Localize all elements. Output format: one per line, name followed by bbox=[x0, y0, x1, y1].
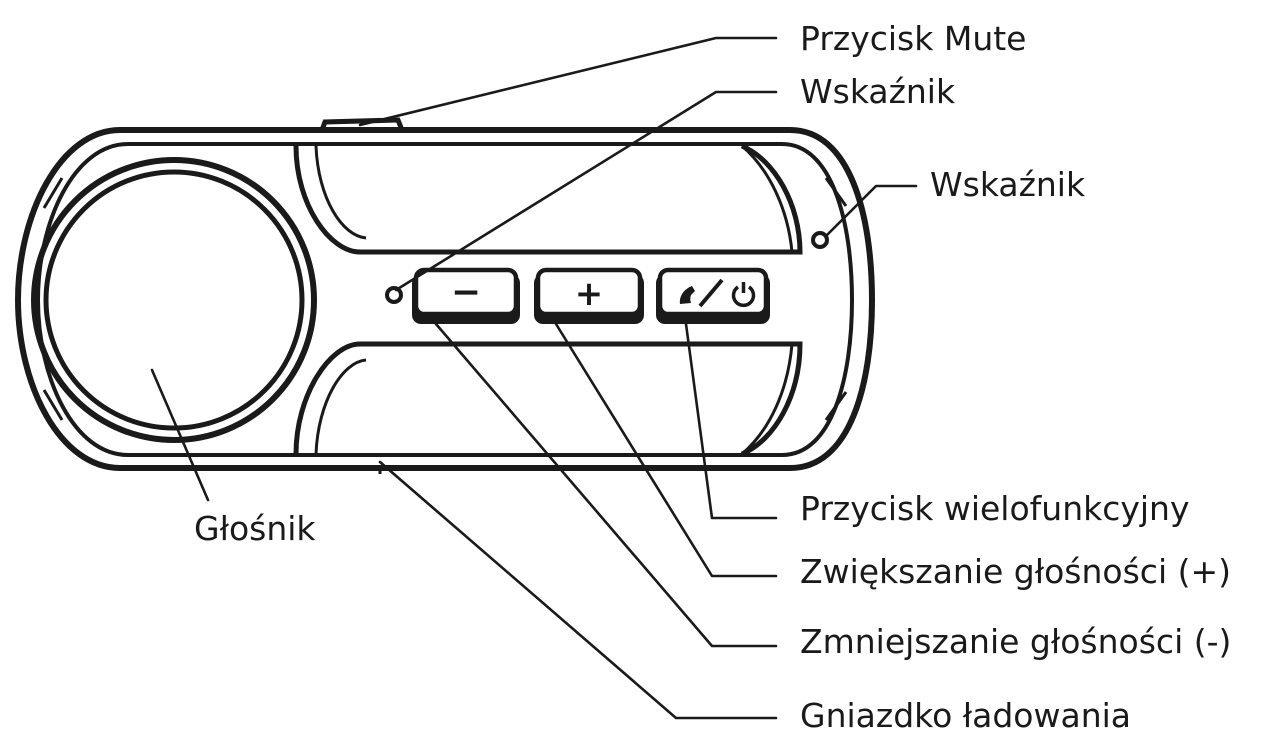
label-indicator-side: Wskaźnik bbox=[930, 165, 1086, 204]
volume-up-button[interactable]: + bbox=[534, 267, 644, 324]
outer-shell bbox=[14, 127, 876, 471]
upper-panel-inner bbox=[314, 145, 367, 240]
device-body: − + bbox=[14, 117, 876, 474]
minus-glyph: − bbox=[451, 272, 481, 313]
label-charging-socket: Gniazdko ładowania bbox=[800, 696, 1131, 735]
mute-button-shape bbox=[319, 117, 405, 131]
leader-lines bbox=[150, 36, 918, 720]
plus-glyph: + bbox=[575, 274, 604, 314]
label-volume-up: Zwiększanie głośności (+) bbox=[800, 552, 1231, 591]
label-speaker: Głośnik bbox=[194, 509, 316, 548]
leader-volume-up bbox=[554, 322, 778, 578]
leader-indicator-side bbox=[824, 184, 918, 238]
multifunction-button[interactable] bbox=[656, 267, 770, 324]
inner-shell bbox=[35, 142, 855, 457]
lower-panel bbox=[293, 341, 803, 457]
bevel-line bbox=[824, 177, 848, 207]
indicator-led-side bbox=[811, 231, 829, 249]
upper-panel-edge bbox=[741, 144, 794, 253]
label-volume-down: Zmniejszanie głośności (-) bbox=[800, 622, 1231, 661]
callout-labels: Przycisk Mute Wskaźnik Wskaźnik Głośnik … bbox=[194, 19, 1231, 735]
lower-panel-inner bbox=[314, 358, 367, 455]
lower-panel-edge bbox=[741, 343, 794, 456]
speaker-outer-ring bbox=[31, 157, 317, 443]
phone-power-icon bbox=[679, 278, 756, 308]
indicator-led-front bbox=[385, 286, 403, 304]
leader-charging bbox=[378, 460, 778, 720]
volume-down-button[interactable]: − bbox=[412, 267, 520, 324]
upper-panel bbox=[293, 143, 803, 255]
bevel-line bbox=[824, 391, 848, 421]
bevel-line bbox=[42, 389, 64, 421]
label-indicator-top: Wskaźnik bbox=[800, 72, 956, 111]
leader-speaker bbox=[150, 368, 210, 502]
leader-multifunction bbox=[684, 322, 778, 520]
leader-volume-down bbox=[434, 322, 778, 648]
speaker-grille bbox=[43, 169, 305, 431]
label-mute-button: Przycisk Mute bbox=[800, 19, 1026, 58]
leader-indicator-top bbox=[394, 90, 778, 292]
bevel-line bbox=[42, 177, 64, 209]
leader-mute bbox=[358, 36, 778, 127]
label-multifunction-button: Przycisk wielofunkcyjny bbox=[800, 489, 1190, 528]
